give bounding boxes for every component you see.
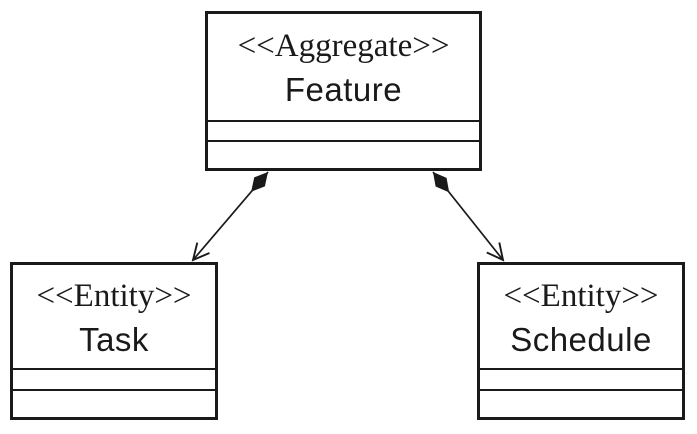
operations-compartment <box>480 389 682 417</box>
operations-compartment <box>208 140 479 168</box>
stereotype-label: <<Aggregate>> <box>237 28 450 64</box>
stereotype-label: <<Entity>> <box>36 277 192 314</box>
operations-compartment <box>13 389 215 417</box>
attributes-compartment <box>480 368 682 389</box>
attributes-compartment <box>13 368 215 389</box>
class-name-label: Task <box>79 320 149 358</box>
class-name-label: Feature <box>284 71 403 108</box>
title-compartment: <<Entity>> Schedule <box>480 265 682 368</box>
composition-edge-feature-task <box>191 171 269 262</box>
class-box-schedule: <<Entity>> Schedule <box>477 262 685 420</box>
class-box-feature: <<Aggregate>> Feature <box>205 11 482 171</box>
class-name-label: Schedule <box>510 320 652 358</box>
class-box-task: <<Entity>> Task <box>10 262 218 420</box>
composition-edge-feature-schedule <box>432 171 505 262</box>
connector-feature-task <box>191 171 269 262</box>
title-compartment: <<Entity>> Task <box>13 265 215 368</box>
title-compartment: <<Aggregate>> Feature <box>208 14 479 120</box>
connector-feature-schedule <box>432 171 505 262</box>
stereotype-label: <<Entity>> <box>503 277 659 314</box>
attributes-compartment <box>208 120 479 140</box>
